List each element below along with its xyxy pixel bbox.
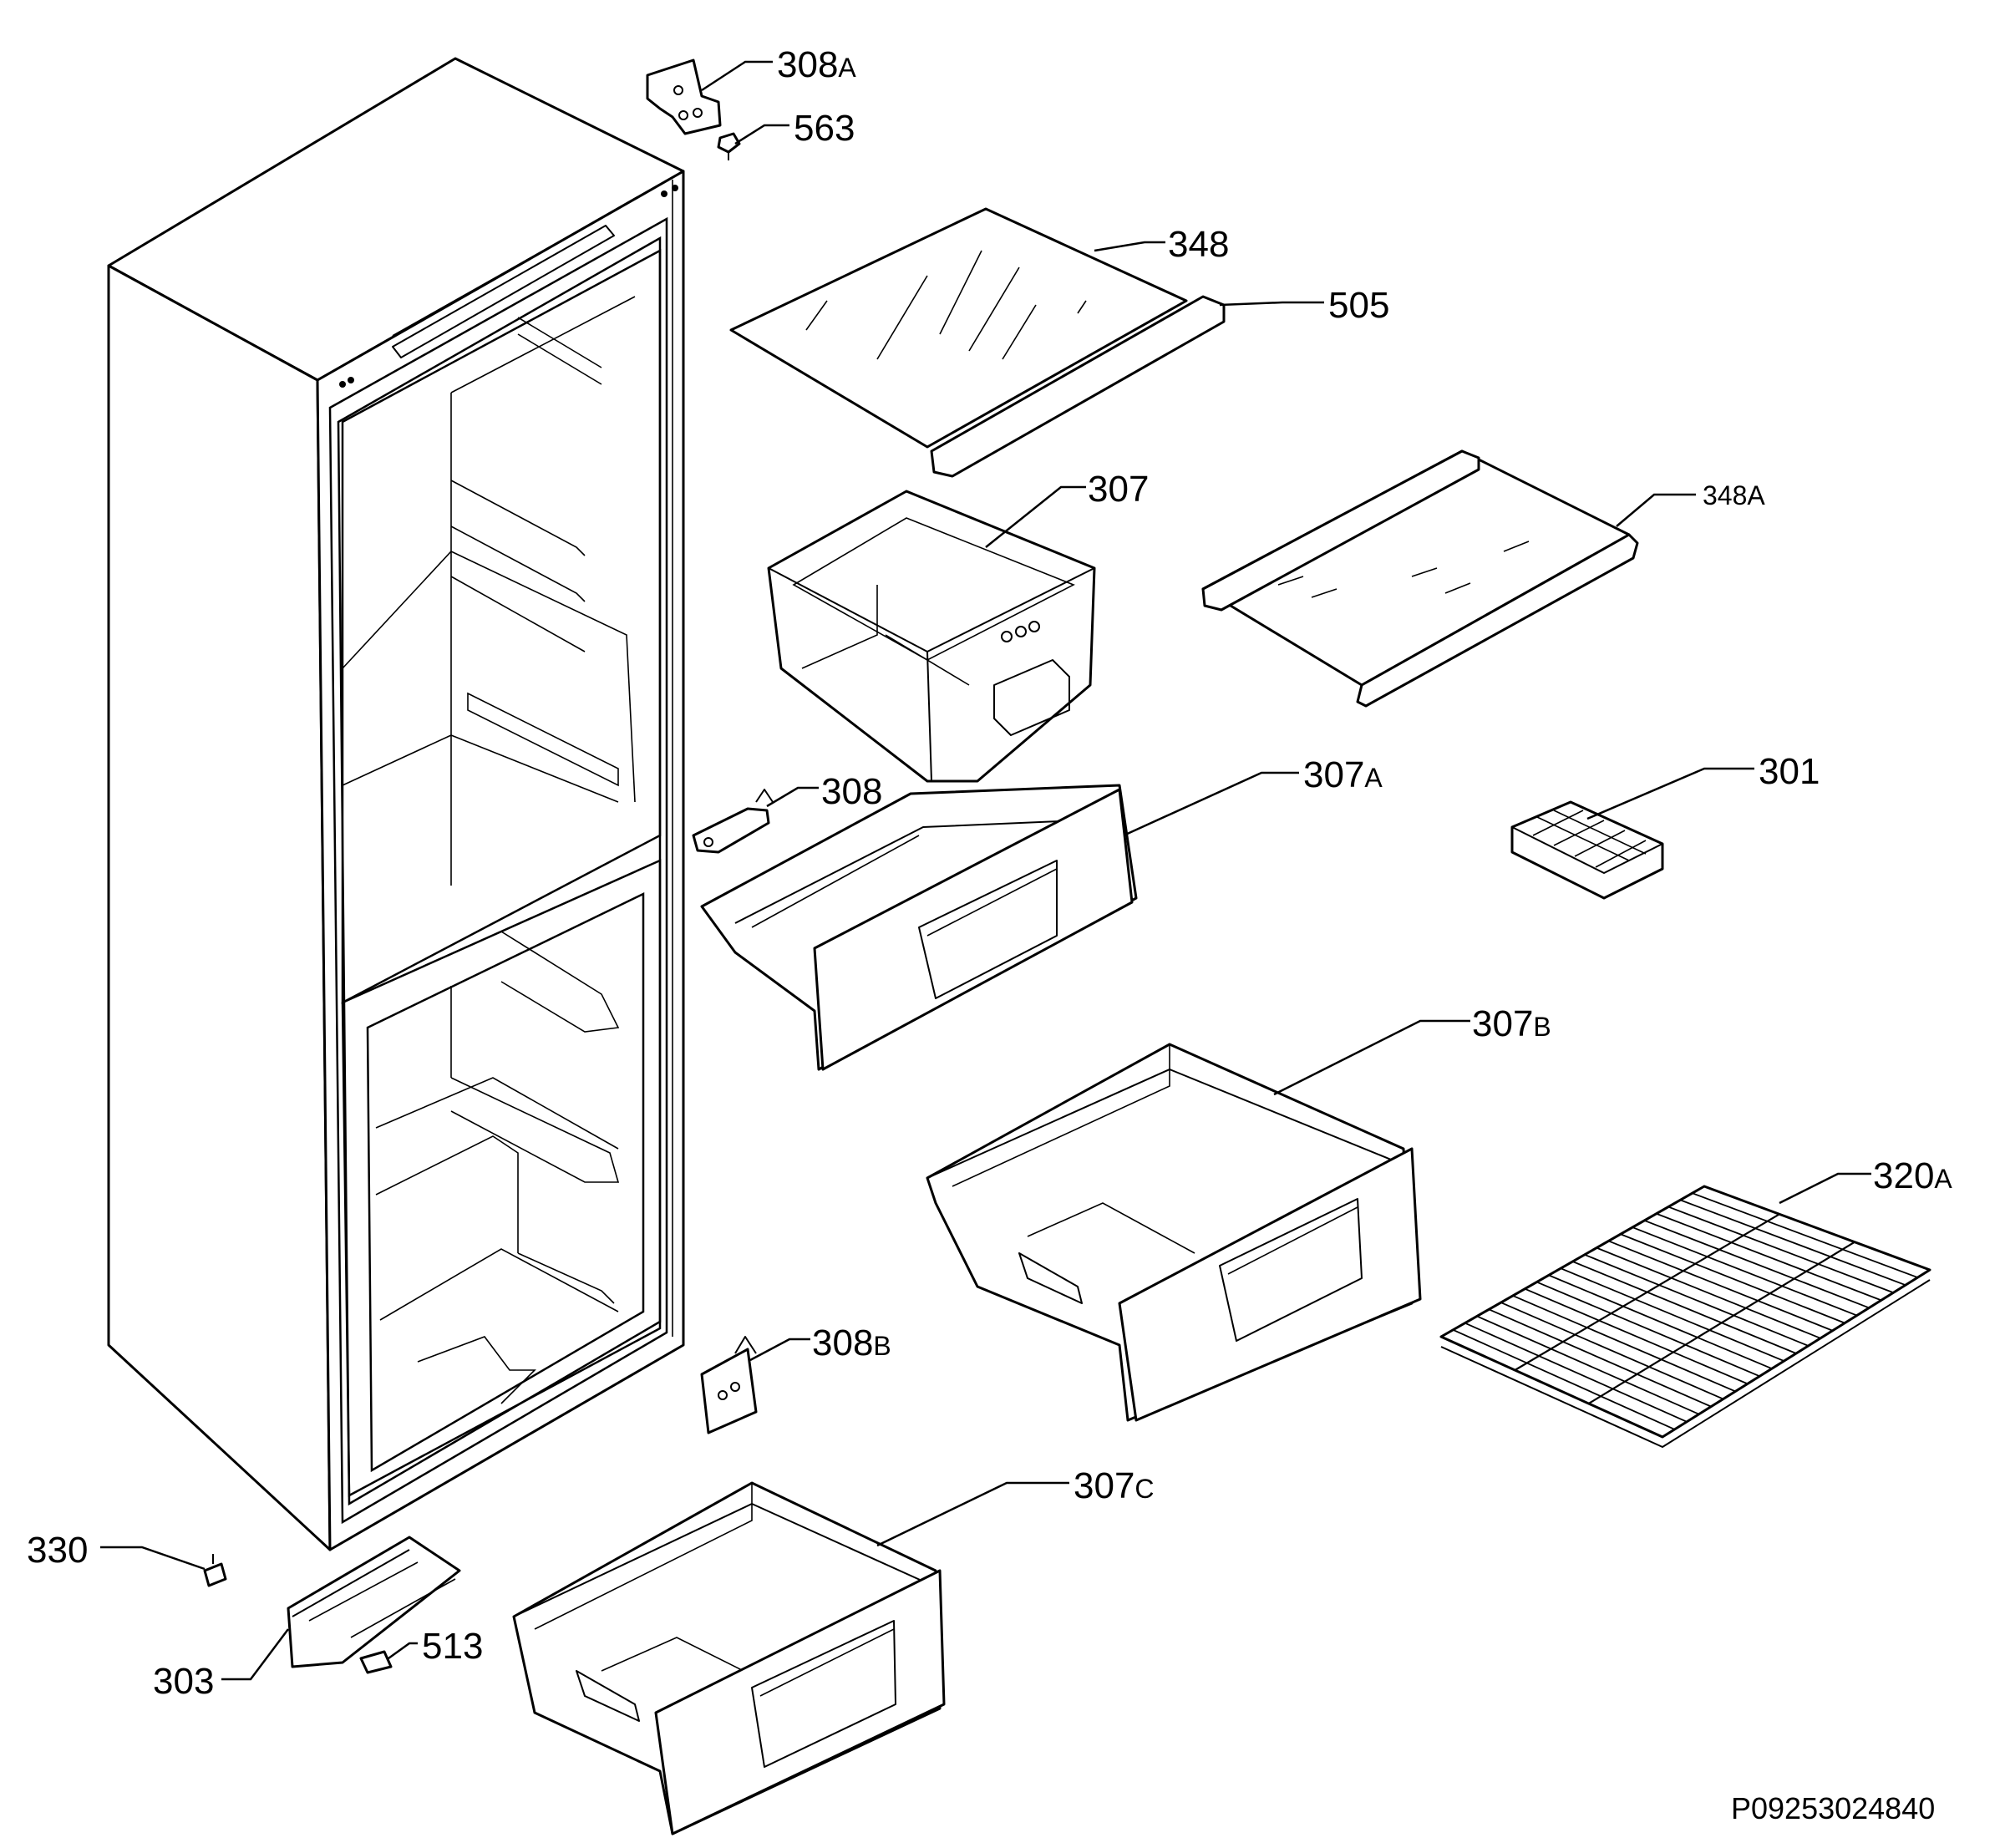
callout-307c: 307C	[1074, 1465, 1155, 1506]
callout-320a: 320A	[1873, 1155, 1952, 1196]
ice-tray-301	[1510, 800, 1664, 900]
callout-348: 348	[1168, 224, 1229, 265]
rack-wire	[1536, 1281, 1760, 1378]
clip-513	[359, 1650, 393, 1674]
rack-wire	[1512, 1295, 1736, 1393]
callout-308: 308	[821, 771, 882, 812]
wire-rack-320a	[1439, 1185, 1931, 1448]
rack-wire	[1667, 1206, 1894, 1294]
plinth-303	[287, 1536, 461, 1668]
callout-301: 301	[1759, 751, 1820, 792]
rack-wire	[1680, 1199, 1906, 1287]
door-bin-307	[767, 490, 1096, 783]
rack-wire	[1464, 1322, 1688, 1423]
diagram-reference-code: P09253024840	[1731, 1791, 1935, 1825]
callout-330: 330	[27, 1530, 88, 1571]
drawer-307c	[512, 1481, 946, 1835]
callout-348a: 348A	[1703, 480, 1765, 510]
callout-308a: 308A	[777, 44, 856, 85]
callout-505: 505	[1328, 285, 1389, 326]
screw-563	[717, 132, 741, 160]
rack-wire	[1596, 1246, 1821, 1339]
shelf-348a	[1201, 449, 1639, 708]
callout-307b: 307B	[1472, 1003, 1551, 1044]
rack-wire	[1500, 1302, 1724, 1400]
rack-crossbar	[1588, 1241, 1855, 1404]
middle-hinge-308	[692, 789, 774, 854]
rack-wire	[1584, 1253, 1809, 1347]
rack-wire	[1548, 1274, 1773, 1370]
callout-308b: 308B	[812, 1323, 891, 1363]
rack-wire	[1632, 1226, 1858, 1317]
rack-wire	[1692, 1192, 1918, 1278]
top-hinge-308a	[646, 58, 722, 135]
rack-wire	[1620, 1233, 1845, 1324]
callout-303: 303	[153, 1661, 214, 1702]
refrigerator-cabinet	[107, 57, 685, 1551]
rack-wire	[1476, 1315, 1699, 1415]
rack-wire	[1488, 1308, 1712, 1408]
glass-shelf-348	[729, 207, 1226, 478]
callout-307a: 307A	[1303, 754, 1383, 795]
rack-wire	[1656, 1212, 1882, 1302]
adjustable-foot-330	[203, 1554, 227, 1587]
rack-crossbar	[1514, 1213, 1780, 1371]
rack-wire	[1452, 1328, 1675, 1430]
drawer-307b	[926, 1043, 1422, 1422]
callout-513: 513	[422, 1626, 483, 1667]
rack-wire	[1644, 1220, 1870, 1309]
rack-wire	[1608, 1240, 1833, 1332]
rack-wire	[1524, 1287, 1749, 1385]
callout-307: 307	[1088, 469, 1149, 510]
rack-wire	[1560, 1267, 1784, 1362]
drawer-307a	[700, 784, 1138, 1071]
bottom-hinge-308b	[700, 1336, 758, 1434]
rack-wire	[1572, 1261, 1797, 1354]
callout-563: 563	[794, 108, 855, 149]
